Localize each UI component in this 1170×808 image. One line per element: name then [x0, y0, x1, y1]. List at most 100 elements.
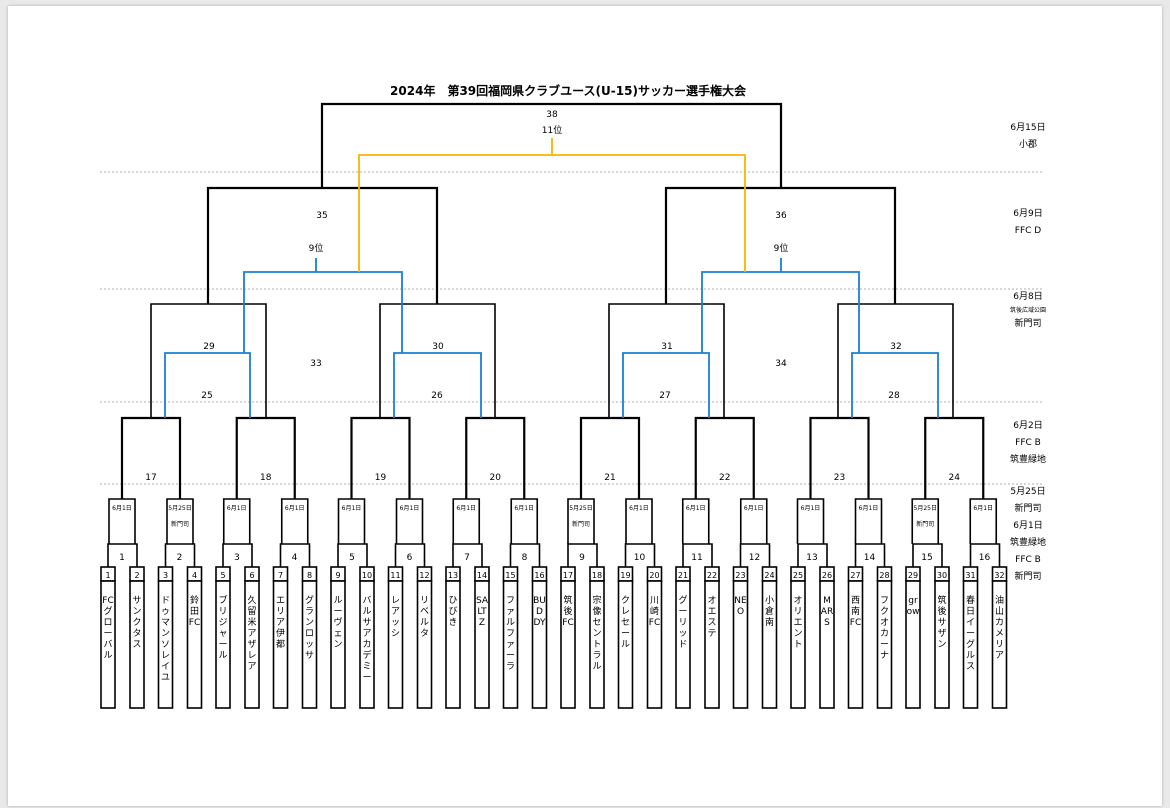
match-venue-label: 新門司: [916, 520, 934, 528]
team-name: ドゥマンソレイユ: [160, 596, 170, 683]
match-date-label: 6月1日: [744, 505, 764, 512]
match-number-label: 28: [888, 391, 900, 401]
team-number-label: 7: [278, 571, 283, 580]
team-name-box: [617, 580, 634, 709]
match-number-label: 9: [579, 553, 585, 563]
team-name: 小倉南: [764, 596, 774, 628]
team-number-label: 4: [192, 571, 197, 580]
match-number-label: 25: [201, 391, 212, 401]
round2-match-bracket: [924, 416, 985, 499]
team-name-box: [301, 580, 318, 709]
match-date-label: 6月1日: [859, 505, 879, 512]
match-date-label: 6月1日: [801, 505, 821, 512]
team-name-box: [819, 580, 835, 709]
team-name: バルサアカデミー: [362, 596, 372, 683]
team-name: グーリッド: [678, 596, 688, 650]
team-name-box: [905, 580, 921, 709]
match-date-box: [108, 498, 136, 544]
team-name: 鈴田FC: [188, 596, 201, 628]
round2-match-bracket: [350, 416, 411, 499]
match-number-label: 4: [292, 553, 298, 563]
schedule-line: 6月8日: [1013, 292, 1043, 302]
match-date-label: 6月1日: [400, 505, 420, 512]
team-number-label: 21: [678, 571, 688, 580]
match-number-label: 20: [490, 473, 502, 483]
team-name-box: [646, 580, 663, 709]
match-number-label: 31: [661, 342, 672, 352]
match-number-label: 5: [349, 553, 355, 563]
match-date-box: [681, 498, 710, 544]
schedule-line: 5月25日: [1010, 487, 1046, 497]
team-name: grow: [906, 596, 920, 617]
team-name: BUDDY: [533, 596, 546, 628]
round1-match-bracket: [222, 543, 253, 567]
match-date-box: [222, 498, 251, 544]
match-number-label: 35: [316, 211, 327, 221]
team-name-box: [129, 580, 145, 709]
consolation-bracket: [243, 271, 403, 353]
match-date-box: [625, 498, 653, 544]
match-date-label: 5月25日: [914, 505, 937, 512]
team-number-label: 10: [362, 571, 372, 580]
team-name-box: [531, 580, 548, 709]
schedule-line: 6月15日: [1010, 123, 1046, 133]
team-name-box: [962, 580, 979, 709]
match-date-label: 6月1日: [514, 505, 534, 512]
consolation-bracket: [164, 352, 251, 418]
placement-label: 9位: [774, 242, 789, 254]
consolation-bracket: [851, 352, 939, 418]
match-date-box: [337, 498, 366, 544]
team-number-label: 29: [908, 571, 918, 580]
team-name: SALTZ: [475, 596, 489, 628]
schedule-line: 筑豊緑地: [1009, 538, 1046, 548]
team-name-box: [704, 580, 720, 709]
team-name: エリア伊都: [275, 596, 285, 650]
match-number-label: 11: [691, 553, 702, 563]
team-name-box: [387, 580, 404, 709]
team-name-box: [847, 580, 864, 709]
match-number-label: 33: [310, 359, 321, 369]
team-number-label: 9: [335, 571, 340, 580]
match-number-label: 16: [979, 553, 991, 563]
tournament-title: 2024年 第39回福岡県クラブユース(U-15)サッカー選手権大会: [390, 84, 746, 98]
team-name-box: [934, 580, 950, 709]
team-number-label: 23: [735, 571, 745, 580]
match-number-label: 3: [234, 553, 240, 563]
team-name: 川崎FC: [648, 596, 661, 628]
match-date-box: [739, 498, 768, 544]
team-number-label: 13: [448, 571, 458, 580]
team-number-label: 1: [105, 571, 110, 580]
team-number-label: 32: [994, 571, 1004, 580]
team-name-box: [675, 580, 691, 709]
match-number-label: 12: [749, 553, 760, 563]
placement-label: 9位: [309, 242, 324, 254]
round1-match-bracket: [969, 543, 1001, 567]
team-name-box: [330, 580, 346, 709]
round2-match-bracket: [235, 416, 296, 499]
team-name-box: [272, 580, 289, 709]
match-number-label: 13: [806, 553, 817, 563]
team-number-label: 30: [937, 571, 947, 580]
round1-match-bracket: [912, 543, 943, 567]
round1-match-bracket: [452, 543, 483, 567]
match-venue-label: 新門司: [572, 520, 590, 528]
team-number-label: 18: [592, 571, 602, 580]
team-name: FCグローバル: [102, 596, 114, 661]
team-number-label: 28: [879, 571, 889, 580]
round1-match-bracket: [509, 543, 541, 567]
round2-match-bracket: [120, 416, 182, 499]
team-name: 西南FC: [849, 596, 862, 628]
match-number-label: 2: [177, 553, 183, 563]
team-name: レアッシ: [390, 596, 400, 639]
match-number-label: 17: [145, 473, 156, 483]
schedule-line: 新門司: [1014, 504, 1042, 514]
team-name: NEO: [734, 596, 747, 617]
match-number-label: 14: [864, 553, 876, 563]
team-name: グランロッサ: [304, 596, 314, 661]
match-number-label: 6: [407, 553, 413, 563]
schedule-entry: 6月15日小郡: [988, 120, 1068, 154]
team-number-label: 26: [822, 571, 832, 580]
